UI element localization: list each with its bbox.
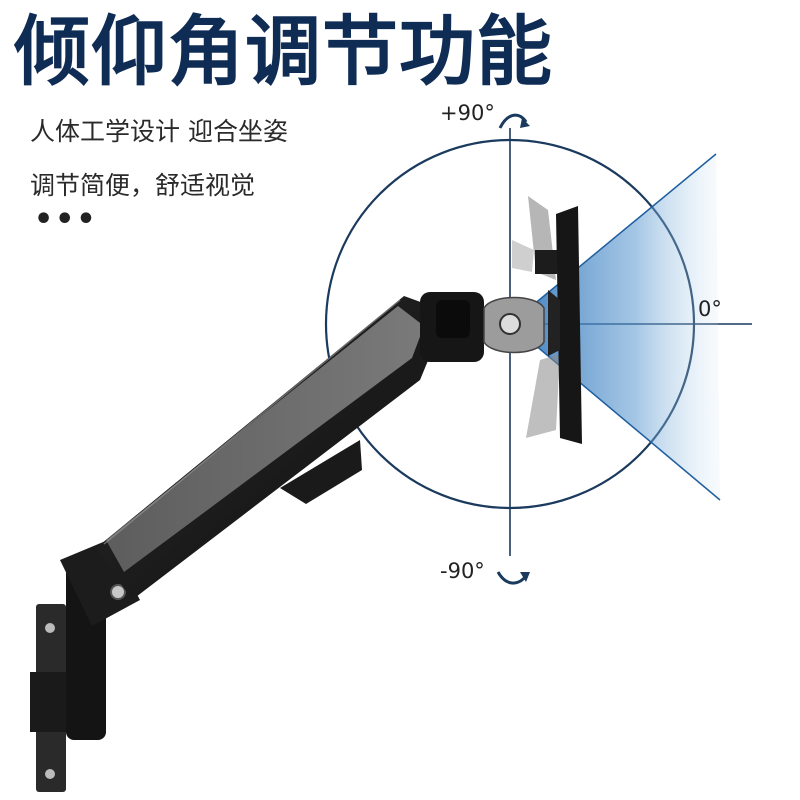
arm-panel (106, 306, 424, 572)
curved-arrow-icon (496, 571, 530, 585)
monitor (535, 206, 582, 444)
page-title: 倾仰角调节功能 (14, 7, 553, 96)
subtitle-line-2: 调节简便，舒适视觉 (30, 171, 256, 200)
angle-label-zero: 0° (698, 297, 722, 321)
curved-arrow-icon (498, 113, 530, 129)
subtitle-line-1: 人体工学设计 迎合坐姿 (30, 117, 288, 146)
angle-label-bottom: -90° (440, 559, 485, 583)
monitor-arm (30, 292, 545, 792)
angle-label-top: +90° (440, 101, 495, 125)
ellipsis: ••• (34, 202, 98, 237)
tilt-cone (509, 153, 721, 501)
